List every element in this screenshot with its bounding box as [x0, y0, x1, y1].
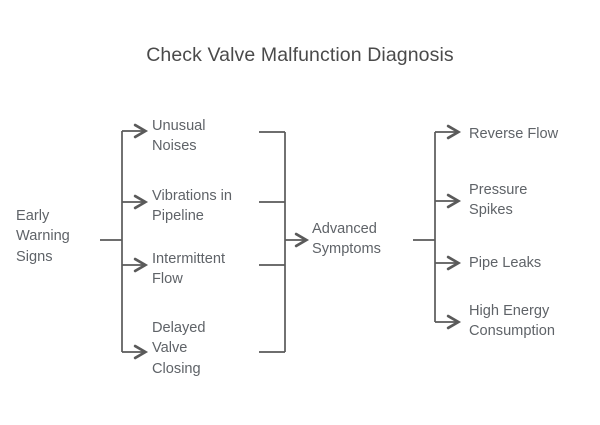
- node-reverse-flow: Reverse Flow: [469, 126, 559, 142]
- node-unusual-noises: Unusual Noises: [152, 118, 206, 155]
- node-pipe-leaks: Pipe Leaks: [469, 255, 542, 271]
- node-intermittent-flow: Intermittent Flow: [152, 251, 225, 288]
- page-title: Check Valve Malfunction Diagnosis: [146, 44, 454, 66]
- node-pressure-spikes: Pressure Spikes: [469, 182, 528, 219]
- node-early-warning-signs: Early Warning Signs: [16, 208, 70, 265]
- node-advanced-symptoms: Advanced Symptoms: [312, 221, 381, 258]
- node-high-energy-consumption: High Energy Consumption: [469, 303, 555, 340]
- node-delayed-valve-closing: Delayed Valve Closing: [152, 320, 206, 377]
- node-vibrations-in-pipeline: Vibrations in Pipeline: [152, 188, 233, 225]
